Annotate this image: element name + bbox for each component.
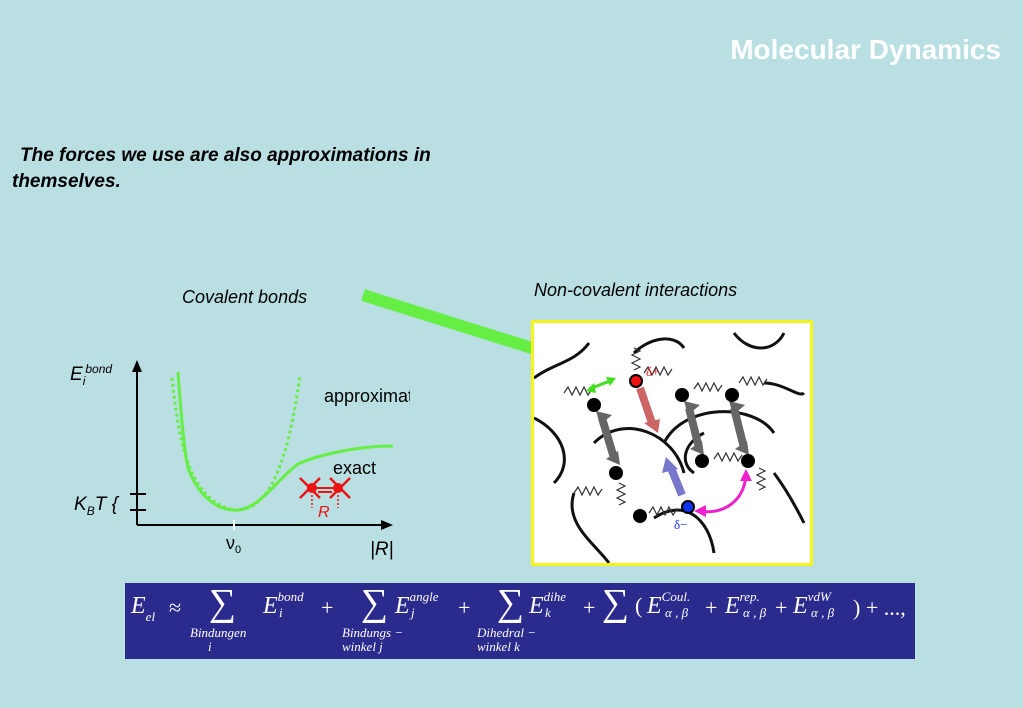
approx-sign: ≈ bbox=[169, 595, 182, 620]
approximated-curve bbox=[170, 375, 302, 512]
coulomb-sub: α , β bbox=[665, 605, 689, 620]
y-axis-label: Eibond bbox=[70, 362, 112, 388]
covalent-bonds-label: Covalent bonds bbox=[182, 287, 308, 307]
approximated-label: approximated bbox=[324, 386, 410, 406]
under-angles-b: winkel j bbox=[342, 639, 383, 654]
plus-3: + bbox=[583, 595, 596, 620]
angle-term-sub: j bbox=[411, 605, 415, 620]
slide-title: Molecular Dynamics bbox=[730, 34, 1001, 65]
delta-minus-label: δ− bbox=[674, 517, 687, 532]
molecule-network-drawing: δ+ δ− bbox=[533, 332, 806, 564]
under-angles-a: Bindungs − bbox=[342, 625, 404, 640]
exact-curve bbox=[176, 371, 394, 512]
diatomic-molecule-icon: R bbox=[299, 477, 351, 521]
x-tick-nu0: ν0 bbox=[226, 533, 241, 556]
repulsion-term: Erep. bbox=[725, 589, 760, 619]
molecule-outlines bbox=[533, 332, 806, 564]
sum-angles: ∑ bbox=[361, 582, 389, 624]
dihedral-term: Edihe bbox=[529, 589, 567, 619]
sum-nonbonded: ∑ bbox=[602, 582, 630, 624]
r-label: R bbox=[318, 504, 330, 521]
dihedral-term-sub: k bbox=[545, 605, 551, 620]
exact-label: exact bbox=[333, 458, 376, 478]
spring-bonds bbox=[563, 347, 768, 517]
bond-potential-plot: R Eibond KBT { ν0 |R| approximated exact bbox=[70, 360, 410, 560]
atoms bbox=[587, 374, 755, 523]
sum-bonds: ∑ bbox=[209, 582, 237, 624]
plus-1: + bbox=[321, 595, 334, 620]
noncovalent-label: Non-covalent interactions bbox=[534, 280, 738, 300]
under-bonds-a: Bindungen bbox=[190, 625, 247, 640]
x-axis-label: |R| bbox=[370, 539, 394, 560]
energy-formula-box: Eel ≈ ∑ Bindungen i Ebond i + ∑ Bindungs… bbox=[125, 582, 915, 659]
negative-atom bbox=[681, 500, 695, 514]
vdw-term: EvdW bbox=[793, 589, 831, 619]
e-el-term: Eel bbox=[131, 593, 156, 624]
under-dihedrals-a: Dihedral − bbox=[477, 625, 536, 640]
noncovalent-interaction-image: δ+ δ− bbox=[531, 320, 813, 566]
sum-dihedrals: ∑ bbox=[497, 582, 525, 624]
plot-axes bbox=[130, 360, 393, 530]
bond-term: Ebond bbox=[263, 589, 304, 619]
interaction-arrows bbox=[586, 377, 752, 517]
under-bonds-b: i bbox=[208, 639, 212, 654]
formula-tail: ) + ..., bbox=[853, 595, 906, 620]
plus-2: + bbox=[458, 595, 471, 620]
repulsion-sub: α , β bbox=[743, 605, 767, 620]
angle-term: Eangle bbox=[395, 589, 439, 619]
bond-term-sub: i bbox=[279, 605, 283, 620]
plus-5: + bbox=[775, 595, 788, 620]
vdw-sub: α , β bbox=[811, 605, 835, 620]
paren-open: ( bbox=[635, 593, 643, 618]
plus-4: + bbox=[705, 595, 718, 620]
coulomb-term: ECoul. bbox=[647, 589, 691, 619]
positive-atom bbox=[629, 374, 643, 388]
delta-plus-label: δ+ bbox=[646, 364, 659, 379]
slide-subtitle: The forces we use are also approximation… bbox=[12, 145, 431, 192]
under-dihedrals-b: winkel k bbox=[477, 639, 520, 654]
kbt-label: KBT { bbox=[74, 494, 120, 518]
